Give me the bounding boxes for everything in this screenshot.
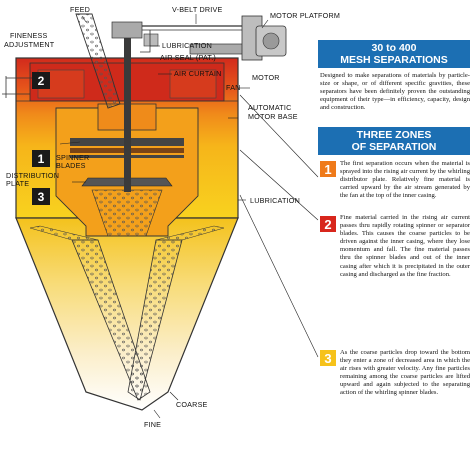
label-air-curtain: AIR CURTAIN [174, 69, 221, 78]
label-auto-motor-base-1: AUTOMATIC [248, 103, 291, 112]
heading-zones-line1: THREE ZONES [356, 129, 432, 141]
feed-chute [75, 13, 121, 109]
svg-text:3: 3 [38, 190, 45, 204]
heading-mesh-line1: 30 to 400 [371, 42, 417, 54]
label-feed: FEED [70, 5, 90, 14]
intro-paragraph: Designed to make separations of material… [320, 72, 470, 112]
zone-marker-3: 3 [32, 188, 50, 205]
svg-text:1: 1 [38, 152, 45, 166]
label-spinner-blades-2: BLADES [56, 161, 86, 170]
label-fineness-2: ADJUSTMENT [4, 40, 55, 49]
label-coarse: COARSE [176, 400, 208, 409]
label-fan: FAN [226, 83, 241, 92]
svg-text:2: 2 [38, 74, 45, 88]
label-motor: MOTOR [252, 73, 280, 82]
zone-marker-2: 2 [32, 72, 50, 89]
coarse-chute [29, 225, 225, 401]
zone1-paragraph: The first separation occurs when the mat… [340, 160, 470, 200]
zone2-paragraph: Fine material carried in the rising air … [340, 214, 470, 278]
vbelt-drive [111, 21, 262, 47]
panel-zone-badge-2: 2 [320, 216, 336, 232]
panel-zone-badge-1: 1 [320, 161, 336, 177]
svg-text:2: 2 [324, 217, 331, 232]
label-auto-motor-base-2: MOTOR BASE [248, 112, 298, 121]
zone-marker-1: 1 [32, 150, 50, 167]
label-vbelt-drive: V-BELT DRIVE [172, 5, 222, 14]
label-fineness-1: FINENESS [10, 31, 48, 40]
heading-zones-line2: OF SEPARATION [351, 141, 437, 153]
heading-mesh-line2: MESH SEPARATIONS [340, 54, 448, 66]
svg-text:1: 1 [324, 162, 331, 177]
motor-assembly [189, 15, 287, 61]
heading-mesh-separations: 30 to 400 MESH SEPARATIONS [318, 40, 470, 68]
label-fine: FINE [144, 420, 161, 429]
label-distribution-plate-2: PLATE [6, 179, 29, 188]
heading-three-zones: THREE ZONES OF SEPARATION [318, 127, 470, 155]
label-lubrication-mid: LUBRICATION [250, 196, 300, 205]
label-spinner-blades-1: SPINNER [56, 153, 89, 162]
panel-zone-badge-3: 3 [320, 350, 336, 366]
svg-text:3: 3 [324, 351, 331, 366]
main-shaft [124, 34, 131, 192]
label-distribution-plate-1: DISTRIBUTION [6, 171, 59, 180]
label-motor-platform: MOTOR PLATFORM [270, 11, 340, 20]
label-air-seal: AIR SEAL (PAT.) [160, 53, 216, 62]
zone3-paragraph: As the coarse particles drop toward the … [340, 349, 470, 397]
label-lubrication-top: LUBRICATION [162, 41, 212, 50]
